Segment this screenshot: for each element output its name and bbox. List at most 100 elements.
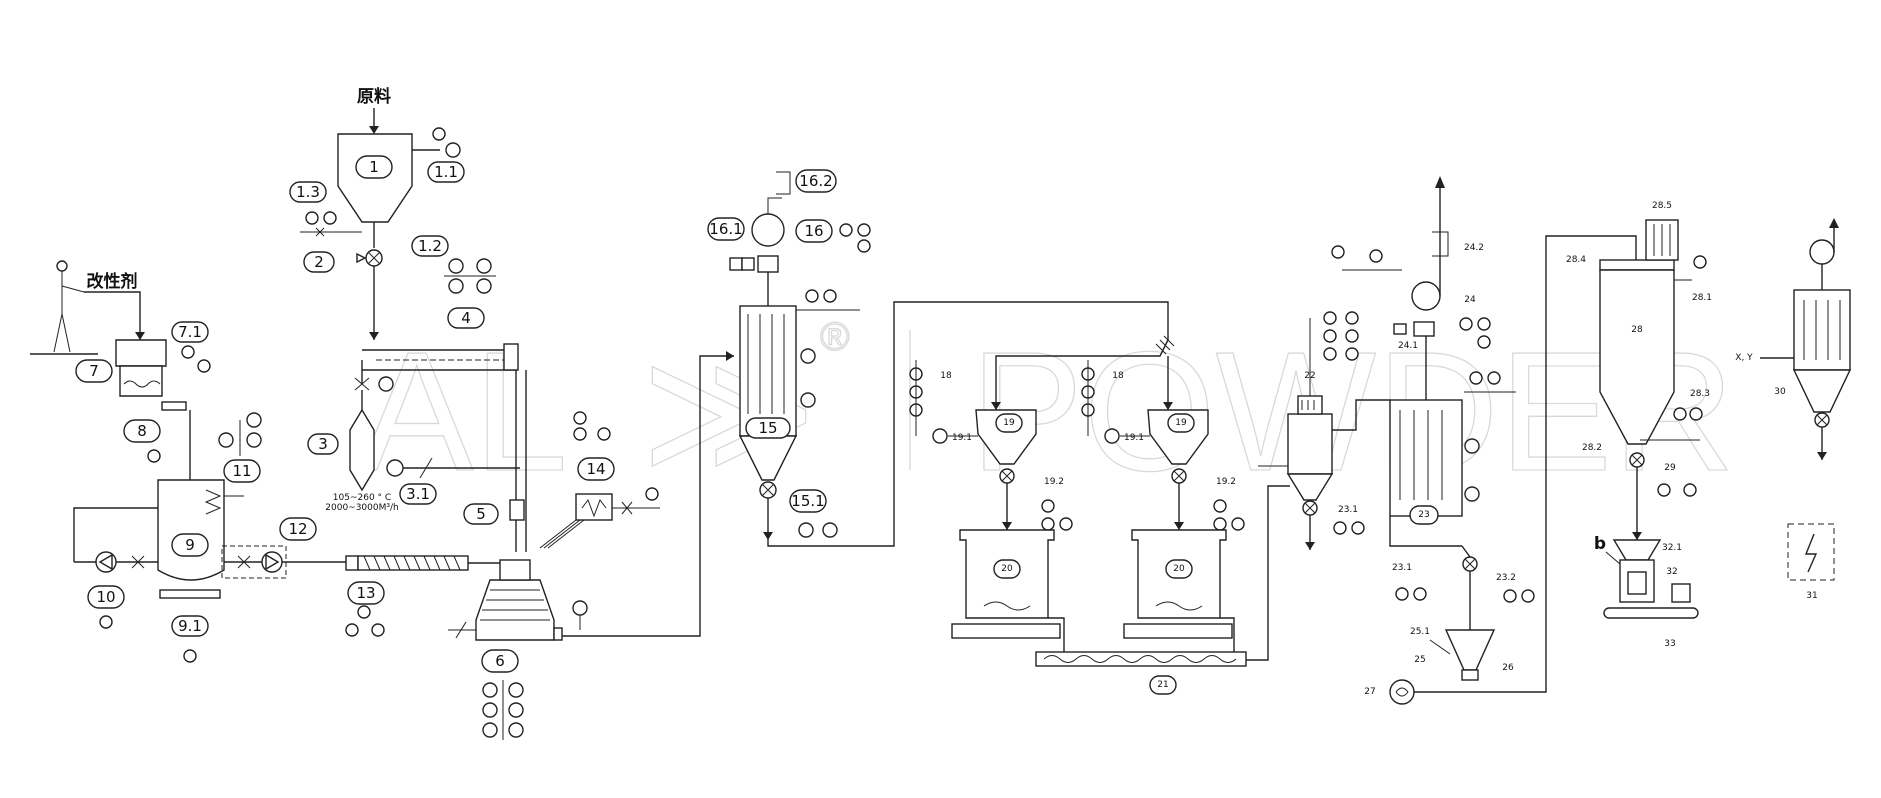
cyclone-22-motor-fins	[1301, 400, 1315, 410]
flow-arrow-7-icon	[1174, 522, 1184, 530]
screw-conveyor-21-flights	[1043, 655, 1237, 663]
pump-10-arrow-icon	[98, 553, 113, 571]
pic-15-icon	[823, 289, 837, 303]
blower-27-icon	[1389, 679, 1415, 705]
tag-27: 27	[1364, 687, 1375, 697]
blower-27-impeller-icon	[1395, 687, 1409, 697]
hopper-26-body	[1444, 629, 1496, 671]
instrument-11a-icon	[246, 412, 262, 428]
tag-18-left: 18	[940, 371, 952, 381]
instrument-19-2c-icon	[1059, 517, 1073, 531]
silo-28-body	[1599, 269, 1675, 445]
instrument-8-icon	[147, 449, 161, 463]
operator-figure-icon	[53, 271, 85, 353]
mill-6-damper-icon	[455, 621, 467, 639]
instrument-19-2d-icon	[1213, 499, 1227, 513]
tag-1-2: 1.2	[418, 237, 442, 255]
tag-bubble-23	[1409, 505, 1439, 525]
product-silo-group: 28 28.5 28.4 28.1 28.3 28.2 29 b 32.1 32…	[1566, 201, 1712, 649]
feeder-wave-icon	[123, 380, 161, 388]
tag-3: 3	[318, 435, 328, 453]
tag-10: 10	[96, 588, 115, 606]
mill-6-outlet	[553, 627, 563, 641]
tag-23-1-bottom: 23.1	[1392, 563, 1412, 573]
tag-32: 32	[1666, 567, 1677, 577]
level-sensor-icon	[445, 142, 461, 158]
fan-30-icon	[1809, 239, 1835, 265]
damper-24	[1413, 321, 1435, 337]
tank-9-body	[157, 479, 225, 581]
hopper-26-outlet	[1461, 669, 1479, 681]
b-pointer-line	[1605, 551, 1621, 565]
instrument-22f-icon	[1345, 347, 1359, 361]
tag-bubble-13	[347, 581, 385, 605]
instrument-15a-icon	[798, 522, 814, 538]
flow-arrow-5-icon	[1163, 402, 1173, 410]
level-switch-icon	[432, 127, 446, 141]
packer-32-hopper	[1612, 539, 1662, 561]
dust-collector-30-body	[1793, 289, 1851, 371]
tag-9-1: 9.1	[178, 617, 202, 635]
pi-23-icon	[1464, 486, 1480, 502]
instrument-23-1b-icon	[1351, 521, 1365, 535]
flow-arrow-9-icon	[1632, 532, 1642, 540]
motor-arrow-icon	[356, 252, 367, 264]
instrument-23-1c-icon	[1395, 587, 1409, 601]
tag-19-right: 19	[1175, 418, 1187, 428]
tag-28-4: 28.4	[1566, 255, 1586, 265]
tag-bubble-5	[463, 503, 499, 525]
tag-20-left: 20	[1001, 564, 1013, 574]
pressure-switch-icon	[305, 211, 319, 225]
instrument-24b-icon	[1477, 317, 1491, 331]
instrument-19-2b-icon	[1041, 517, 1055, 531]
distribution-line-1	[995, 339, 1169, 410]
heater-flow-text: 2000~3000M³/h	[325, 503, 398, 513]
instrument-4a-icon	[448, 258, 464, 274]
instrument-4c-icon	[448, 278, 464, 294]
raw-material-label: 原料	[357, 86, 391, 107]
instrument-6f-icon	[508, 722, 524, 738]
tag-4: 4	[461, 309, 471, 327]
tag-28-5: 28.5	[1652, 201, 1672, 211]
instrument-6d-icon	[508, 702, 524, 718]
pic-28-icon	[1689, 407, 1703, 421]
instrument-23-1a-icon	[1333, 521, 1347, 535]
tag-2: 2	[314, 253, 324, 271]
instrument-23-2b-icon	[1521, 589, 1535, 603]
tag-11: 11	[232, 462, 251, 480]
tag-21: 21	[1157, 680, 1168, 690]
conveyor-21-to-cyclone	[1246, 485, 1290, 661]
modifier-feed-line	[84, 291, 141, 340]
heater-conveyor-group: 3 3.1 105~260 ° C 2000~3000M³/h 5	[307, 343, 527, 552]
tag-bubble-1-3	[289, 181, 327, 203]
tag-1-1: 1.1	[434, 163, 458, 181]
tag-bubble-16-2	[795, 169, 837, 193]
pi-15-icon	[800, 392, 816, 408]
tag-19-1-left: 19.1	[952, 433, 972, 443]
tag-28-3: 28.3	[1690, 389, 1710, 399]
valve-icon	[315, 227, 325, 237]
tag-32-1: 32.1	[1662, 543, 1682, 553]
alarm-7-icon	[181, 345, 195, 359]
instrument-11c-icon	[246, 432, 262, 448]
mill-6-internals	[480, 589, 550, 621]
agitator-right-icon	[1155, 601, 1203, 611]
tag-bubble-1-2	[411, 235, 449, 257]
tag-23-1-top: 23.1	[1338, 505, 1358, 515]
tag-29: 29	[1664, 463, 1676, 473]
valve-12-icon	[237, 555, 251, 569]
silo-28-roof	[1599, 259, 1675, 271]
bag-product-icon	[1671, 583, 1691, 603]
dust-collector-30-cone	[1792, 369, 1852, 413]
tag-bubble-9	[171, 533, 209, 557]
tag-bubble-20-right	[1165, 559, 1193, 579]
modifier-label: 改性剂	[87, 271, 138, 292]
instrument-19-1-right-icon	[1104, 428, 1120, 444]
tag-15: 15	[758, 419, 777, 437]
mill-to-bagfilter-line	[562, 355, 734, 637]
tag-33: 33	[1664, 639, 1675, 649]
filter-bags-icon	[747, 314, 785, 414]
electrical-panel-31	[1787, 523, 1835, 581]
tag-16-2: 16.2	[799, 172, 832, 190]
modifier-group: 改性剂 7 7.1 8 9 9.1	[30, 260, 514, 663]
